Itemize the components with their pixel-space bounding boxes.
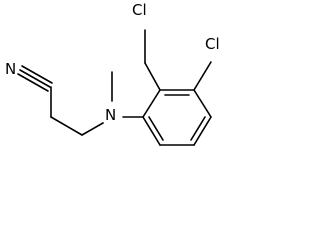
ring-bond-4 [193, 116, 212, 146]
triple-bond-line-2 [19, 69, 51, 88]
benzene-ring [142, 89, 212, 146]
ring-to-ch2-bond [144, 62, 161, 91]
methyl-chlorine-label: Cl [132, 1, 147, 19]
triple-bond-line-3 [21, 65, 53, 84]
ring-double-bond-inner-3 [148, 116, 164, 141]
ring-bond-3 [193, 89, 212, 118]
nitrile-nitrogen-label: N [5, 60, 16, 78]
ring-chlorine-label: Cl [205, 35, 220, 53]
molecule-structure: N N Cl Cl [5, 1, 220, 146]
amine-nitrogen-label: N [105, 106, 116, 124]
ring-bond-1 [142, 89, 161, 118]
bond-c2-c3 [50, 116, 83, 136]
ring-double-bond-inner-2 [190, 116, 206, 141]
nitrile-group: N [5, 60, 53, 92]
ring-to-cl-bond [193, 61, 212, 91]
triple-bond-line-1 [17, 73, 49, 92]
bond-c3-n [81, 122, 104, 136]
ring-bond-6 [142, 116, 161, 146]
